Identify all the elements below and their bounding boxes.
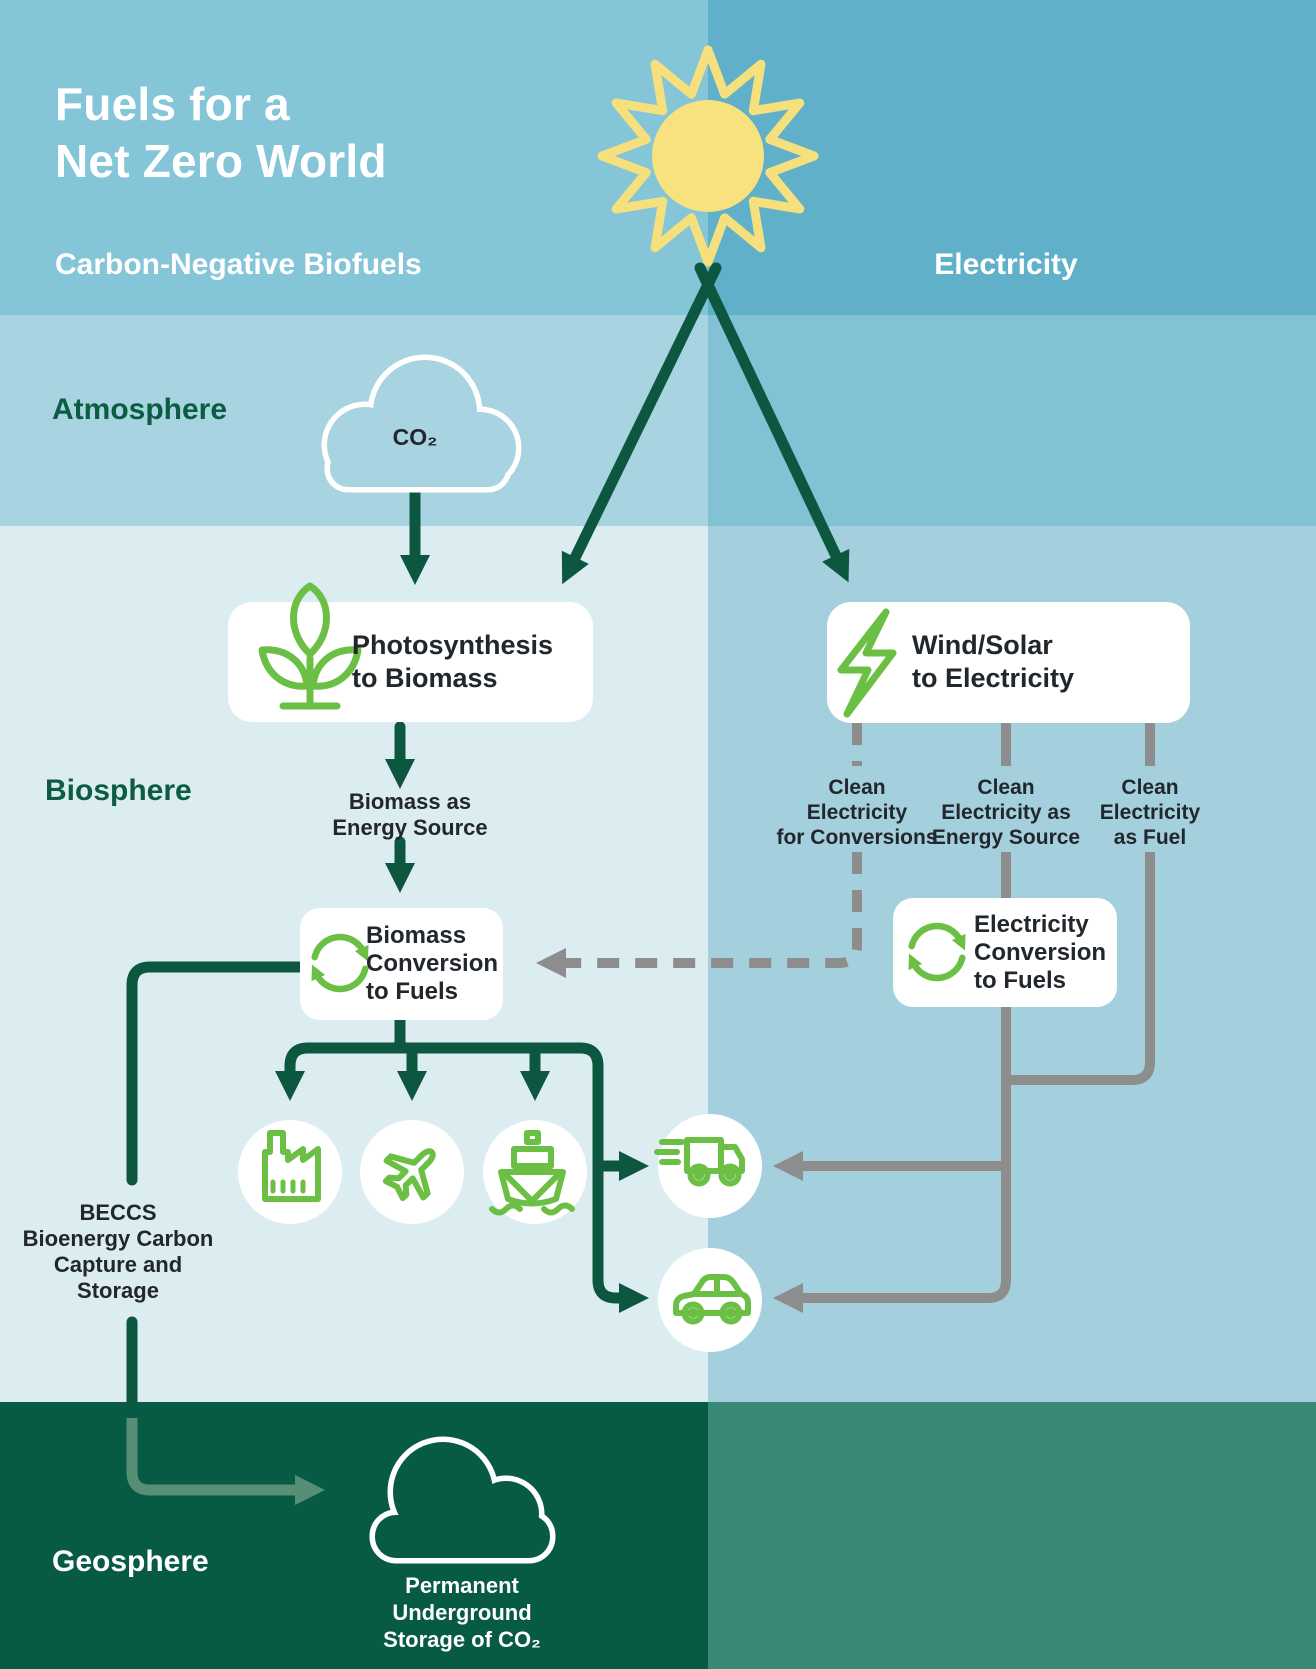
electricity-flow-lines <box>536 723 1155 1313</box>
lightning-icon <box>837 608 897 718</box>
electricity-to-car-arrow <box>773 852 1011 1313</box>
page-title: Fuels for a Net Zero World <box>55 78 387 187</box>
truck-icon <box>654 1137 745 1187</box>
electricity-conversion-box-label: Electricity Conversion to Fuels <box>974 911 1107 994</box>
header-band-left-bg <box>0 0 708 315</box>
car-icon <box>673 1274 751 1325</box>
process-boxes <box>228 602 1190 1352</box>
geosphere-band-left-bg <box>0 1402 708 1669</box>
fuel-distribution-line <box>284 1042 649 1313</box>
sun-icon <box>597 45 819 267</box>
wind-solar-box <box>827 602 1190 723</box>
ship-icon <box>489 1130 575 1216</box>
plant-icon <box>258 582 362 710</box>
electricity-conversion-box <box>893 898 1117 1007</box>
biofuel-flow-lines <box>126 262 850 1408</box>
photosynthesis-box-label: Photosynthesis to Biomass <box>352 630 554 693</box>
clean-electricity-conversions-label: Clean Electricity for Conversions <box>776 776 938 849</box>
clean-electricity-fuel-label: Clean Electricity as Fuel <box>1099 776 1201 849</box>
wind-solar-box-label: Wind/Solar to Electricity <box>912 630 1075 693</box>
underground-storage-label: Permanent Underground Storage of CO₂ <box>383 1573 541 1652</box>
cycle-icon <box>908 922 966 982</box>
beccs-label: BECCS Bioenergy Carbon Capture and Stora… <box>22 1200 214 1303</box>
band-label-atmosphere: Atmosphere <box>52 393 228 426</box>
factory-circle <box>238 1120 342 1224</box>
band-label-biosphere: Biosphere <box>45 774 192 807</box>
truck-circle <box>658 1114 762 1218</box>
geosphere-band-right-bg <box>708 1402 1316 1669</box>
airplane-icon <box>382 1148 436 1202</box>
storage-cloud-icon <box>369 1436 556 1564</box>
factory-icon <box>262 1130 321 1202</box>
sun-to-photosynthesis-arrow <box>561 262 722 585</box>
clean-electricity-to-biomass-conversion-arrow <box>536 852 862 978</box>
beccs-line-upper <box>126 961 306 1186</box>
biomass-energy-source-label: Biomass as Energy Source <box>332 789 488 840</box>
sun-to-windsolar-arrow <box>694 262 850 583</box>
column-label-electricity: Electricity <box>934 248 1078 281</box>
column-label-biofuels: Carbon-Negative Biofuels <box>55 248 422 281</box>
co2-cloud-label: CO₂ <box>392 424 438 450</box>
airplane-circle <box>360 1120 464 1224</box>
cycle-icon <box>311 933 369 993</box>
car-circle <box>658 1248 762 1352</box>
beccs-to-storage-arrow <box>126 1418 325 1505</box>
photosynthesis-box <box>228 602 593 722</box>
clean-electricity-fuel-merge-line <box>1006 852 1155 1085</box>
band-label-geosphere: Geosphere <box>52 1545 209 1578</box>
co2-cloud-icon <box>321 354 522 493</box>
clean-electricity-energy-source-label: Clean Electricity as Energy Source <box>931 776 1081 849</box>
biomass-conversion-box-label: Biomass Conversion to Fuels <box>366 922 499 1005</box>
